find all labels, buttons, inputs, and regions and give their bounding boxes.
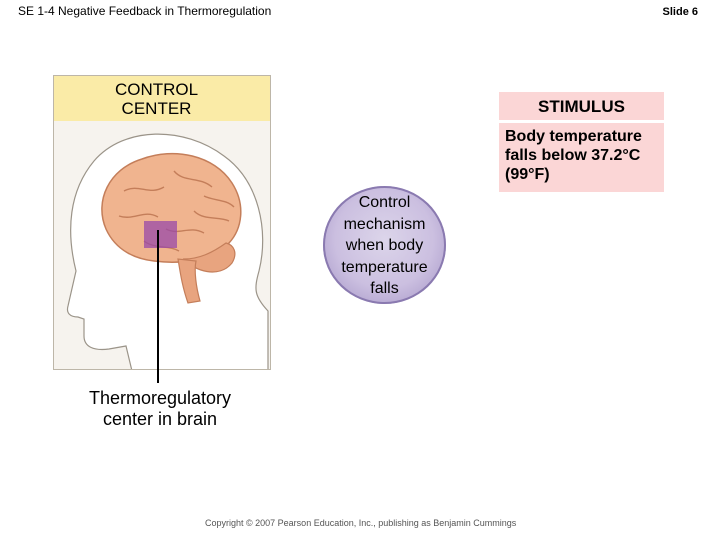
mechanism-line-5: falls: [370, 280, 399, 297]
slide-title: SE 1-4 Negative Feedback in Thermoregula…: [18, 4, 272, 18]
cerebellum: [182, 242, 236, 273]
brain-stem: [177, 258, 201, 304]
slide-number: Slide 6: [662, 6, 698, 18]
control-center-line-1: CONTROL: [114, 80, 199, 99]
mechanism-line-4: temperature: [341, 258, 428, 276]
control-center-panel: CONTROL CENTER: [53, 75, 271, 370]
control-center-header: CONTROL CENTER: [54, 76, 270, 121]
copyright-notice: Copyright © 2007 Pearson Education, Inc.…: [205, 518, 517, 528]
brain-folds: [118, 170, 235, 252]
mechanism-line-1: Control: [358, 194, 411, 211]
stimulus-line-1: Body temperature: [505, 128, 642, 145]
mechanism-line-2: mechanism: [343, 215, 426, 233]
control-mechanism-circle: [323, 186, 446, 304]
stimulus-line-3: (99°F): [505, 166, 550, 183]
head-brain-illustration: [66, 133, 269, 369]
pointer-line: [157, 230, 159, 383]
control-center-line-2: CENTER: [121, 99, 192, 118]
brain-caption-line-1: Thermoregulatory: [88, 388, 232, 408]
brain-caption-line-2: center in brain: [102, 409, 218, 429]
control-mechanism-text: Control mechanism when body temperature …: [323, 192, 446, 300]
brain: [101, 152, 242, 263]
stimulus-header: STIMULUS: [499, 92, 664, 120]
stimulus-line-2: falls below 37.2°C: [505, 147, 641, 164]
brain-caption: Thermoregulatory center in brain: [60, 388, 260, 430]
stimulus-body: Body temperature falls below 37.2°C (99°…: [499, 123, 664, 192]
thermoregulatory-center-marker: [144, 221, 177, 248]
mechanism-line-3: when body: [345, 237, 424, 254]
control-center-label: CONTROL CENTER: [54, 80, 259, 118]
